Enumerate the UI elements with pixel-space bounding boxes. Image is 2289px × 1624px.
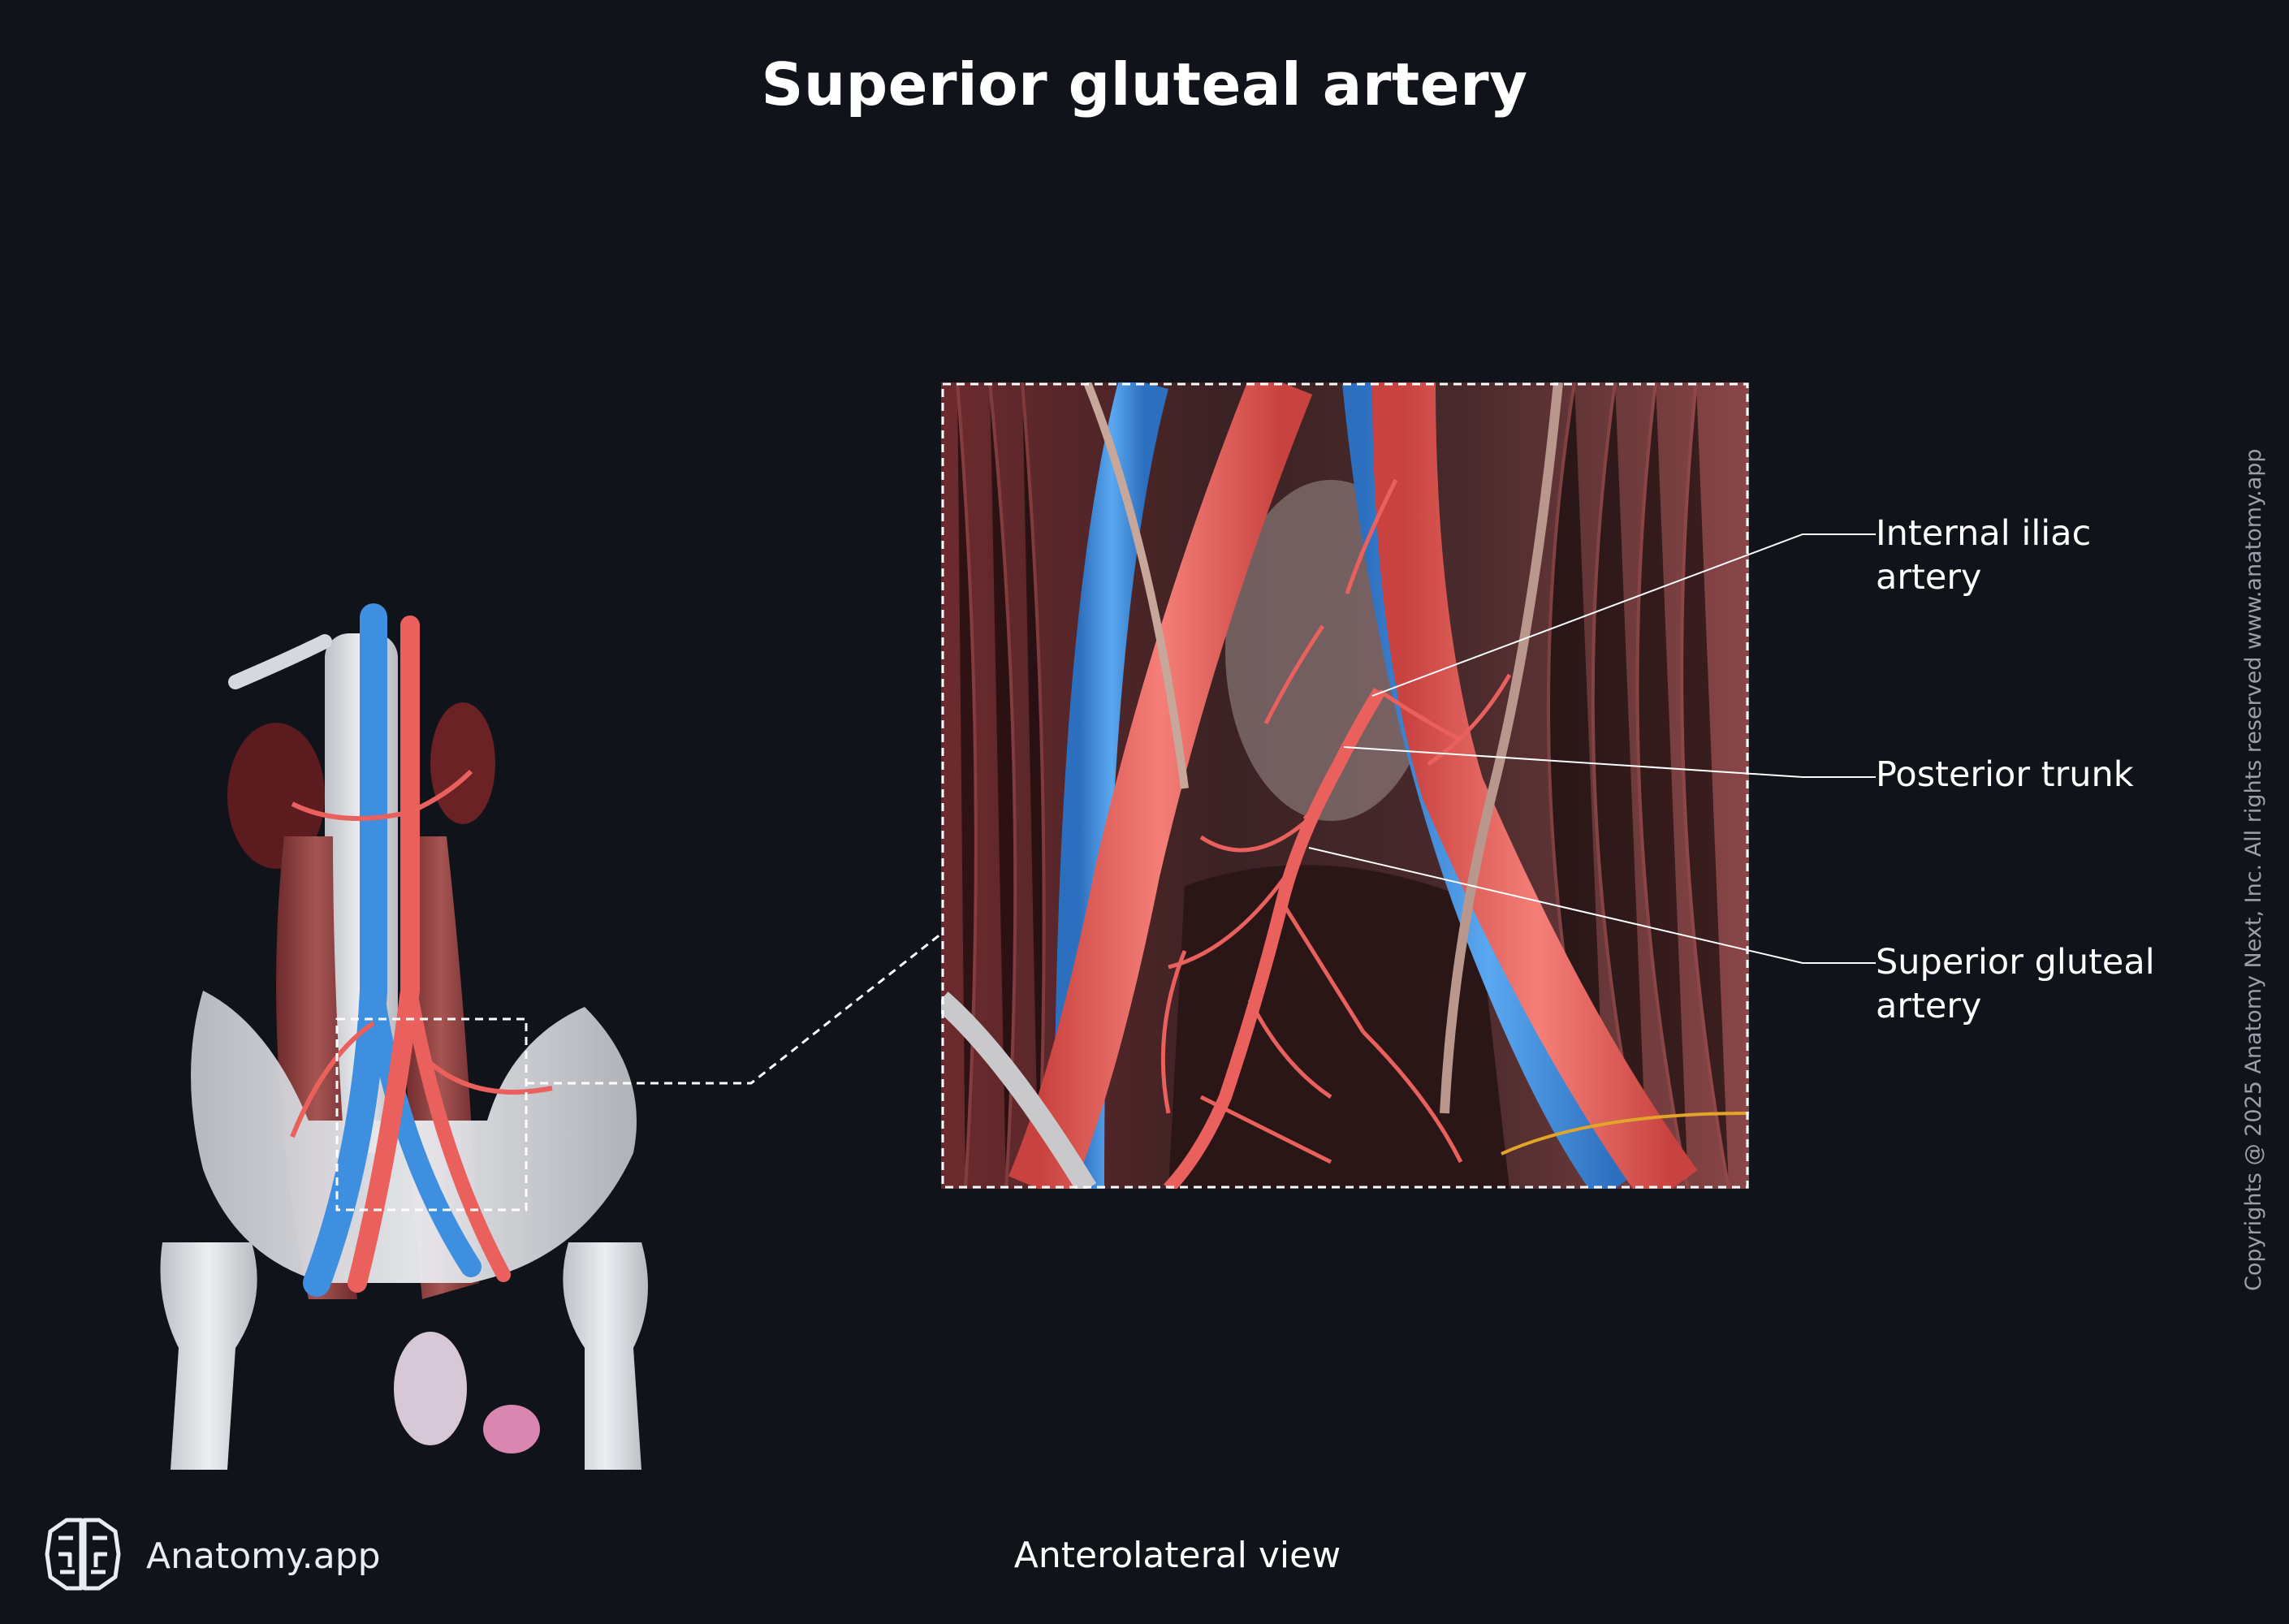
label-internal-iliac-artery: Internal iliac artery — [1876, 513, 2092, 598]
overview-illustration — [130, 568, 666, 1478]
zoom-detail-image — [941, 382, 1749, 1189]
brain-logo-icon — [42, 1514, 123, 1598]
label-posterior-trunk: Posterior trunk — [1876, 754, 2134, 795]
page-title: Superior gluteal artery — [761, 50, 1528, 119]
brand-name: Anatomy.app — [146, 1535, 381, 1577]
view-caption: Anterolateral view — [1013, 1535, 1341, 1576]
brand: Anatomy.app — [42, 1515, 381, 1596]
copyright-notice: Copyrights @ 2025 Anatomy Next, Inc. All… — [2241, 448, 2266, 1291]
label-superior-gluteal-artery: Superior gluteal artery — [1876, 942, 2155, 1026]
